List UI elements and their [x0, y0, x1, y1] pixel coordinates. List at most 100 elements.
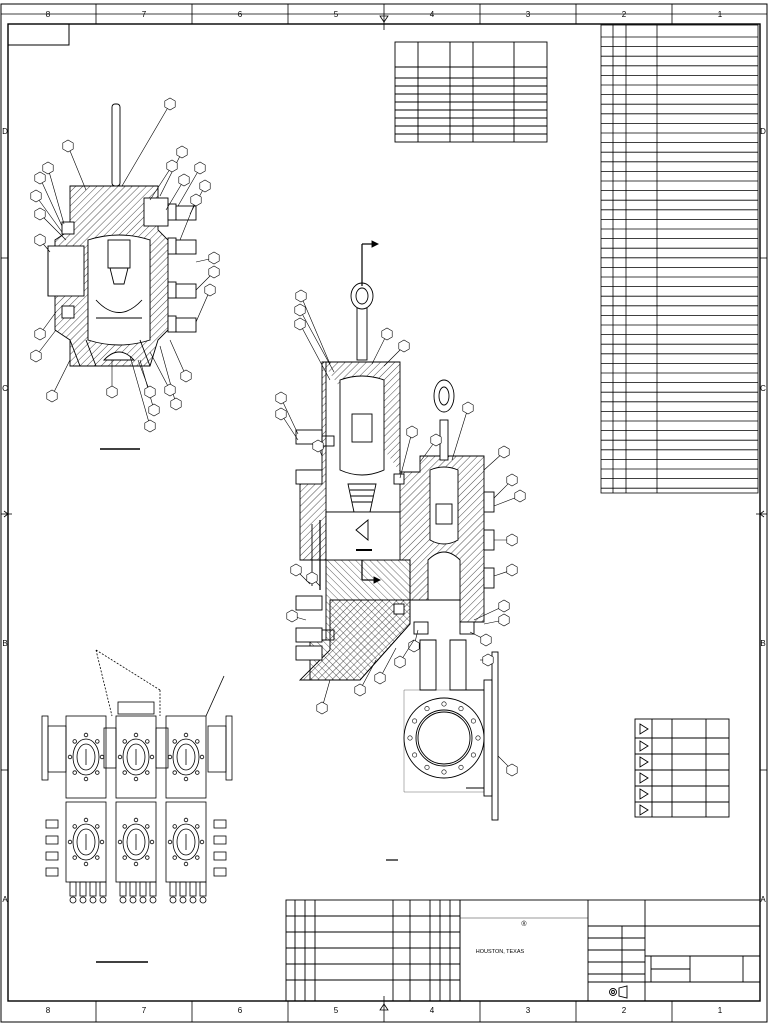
leader-line [39, 177, 63, 227]
zone-col-7-bottom: 7 [142, 1006, 147, 1015]
zone-col-8-bottom: 8 [46, 1006, 51, 1015]
block-bolt [83, 861, 89, 867]
leader-line [299, 309, 335, 373]
leader-line [149, 351, 171, 391]
side-bolt [45, 851, 59, 861]
valve-bonnet-inner [176, 828, 196, 856]
valve-bonnet [172, 823, 200, 861]
zone-col-5-bottom: 5 [334, 1006, 339, 1015]
stud-bolt [119, 881, 127, 897]
leader-line [379, 647, 397, 679]
stud-nut [199, 896, 207, 904]
item-balloon [312, 439, 324, 453]
zone-row-c-right: C [760, 384, 766, 393]
leader-line [47, 167, 65, 225]
stud-bolt [139, 881, 147, 897]
block-bolt [195, 855, 200, 860]
block-bolt [99, 754, 105, 760]
zone-col-4-top: 4 [430, 10, 435, 19]
valve-bonnet [122, 738, 150, 776]
manifold-valve-block [65, 715, 107, 799]
block-bolt [172, 855, 177, 860]
leader-line [451, 407, 469, 461]
stud-bolt [169, 881, 177, 897]
item-balloon [354, 683, 366, 697]
item-balloon [30, 189, 42, 203]
item-balloon [208, 265, 220, 279]
flange-bolt-hole [424, 706, 430, 712]
item-balloon [199, 179, 211, 193]
section-view-valve-center [295, 240, 499, 861]
leader-line [300, 295, 331, 365]
item-balloon [506, 763, 518, 777]
block-bolt [95, 824, 100, 829]
zone-col-6-bottom: 6 [238, 1006, 243, 1015]
item-balloon [394, 655, 406, 669]
title-block [285, 899, 761, 1002]
item-balloon [208, 251, 220, 265]
block-bolt [83, 732, 89, 738]
stud-bolt [189, 881, 197, 897]
flange-bolts-center [407, 701, 481, 775]
leader-line [169, 339, 187, 377]
stud-bolt [79, 881, 87, 897]
stud-bolt [99, 881, 107, 897]
valve-bonnet-inner [126, 743, 146, 771]
block-bolt [195, 739, 200, 744]
item-balloon [46, 389, 58, 403]
leader-line [399, 431, 413, 479]
item-balloon [406, 425, 418, 439]
block-bolt [133, 817, 139, 823]
item-balloon [204, 283, 216, 297]
stud-nut [79, 896, 87, 904]
stud-bolt [149, 881, 157, 897]
flange-bolt-hole [441, 701, 447, 707]
block-bolt [145, 770, 150, 775]
side-bolt [213, 851, 227, 861]
zone-labels: 8 7 6 5 4 3 2 1 8 7 6 5 4 3 2 1 D C B A … [2, 10, 766, 1015]
leader-line [179, 199, 197, 241]
stud-nut [189, 896, 197, 904]
leader-line [371, 333, 388, 365]
valve-bonnet [122, 823, 150, 861]
stud-bolt [179, 881, 187, 897]
zone-row-d-right: D [760, 127, 766, 136]
item-balloon [148, 403, 160, 417]
stud-bolt [89, 881, 97, 897]
leader-line [67, 145, 87, 191]
side-bolt [213, 819, 227, 829]
block-bolt [195, 824, 200, 829]
balloons-center [275, 289, 526, 777]
zone-col-5-top: 5 [334, 10, 339, 19]
stud-bolt [129, 881, 137, 897]
item-balloon [498, 445, 510, 459]
item-balloon [514, 489, 526, 503]
stud-nut [69, 896, 77, 904]
revision-table [394, 41, 548, 143]
item-balloon [498, 599, 510, 613]
flange-bolt-hole [441, 769, 447, 775]
zone-col-7-top: 7 [142, 10, 147, 19]
zone-row-c-left: C [2, 384, 8, 393]
flange-bolt-hole [470, 718, 476, 724]
block-bolt [195, 770, 200, 775]
block-bolt [149, 839, 155, 845]
stud-nut [119, 896, 127, 904]
item-balloon [294, 317, 306, 331]
block-bolt [122, 824, 127, 829]
zone-col-4-bottom: 4 [430, 1006, 435, 1015]
side-bolt [213, 867, 227, 877]
flange-bolt-hole [412, 718, 418, 724]
block-bolt [83, 776, 89, 782]
manifold-valve-block [115, 715, 157, 799]
leader-line [139, 359, 155, 411]
block-bolt [72, 824, 77, 829]
item-balloon [506, 533, 518, 547]
flange-bolt-hole [407, 735, 413, 741]
company-location: HOUSTON, TEXAS [476, 949, 525, 955]
flange-bolt-hole [412, 752, 418, 758]
stud-nut [179, 896, 187, 904]
item-balloon [290, 563, 302, 577]
leader-line [121, 103, 171, 187]
valve-bonnet-inner [176, 743, 196, 771]
